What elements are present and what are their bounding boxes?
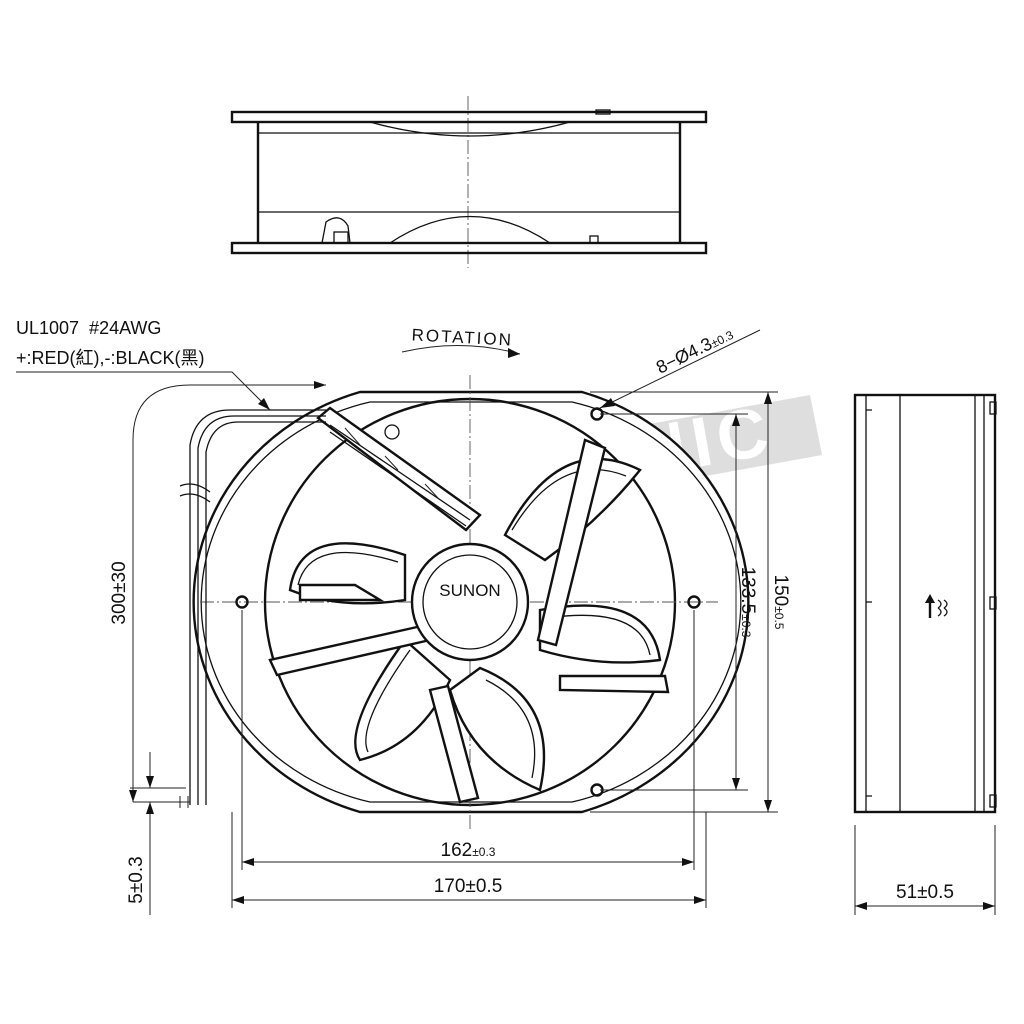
side-view: 51±0.5	[853, 393, 997, 915]
wire-spec: UL1007 #24AWG +:RED(紅),-:BLACK(黑)	[16, 318, 271, 411]
svg-text:133.5±0.3: 133.5±0.3	[737, 567, 758, 638]
mounting-hole	[235, 595, 249, 609]
airflow-arrow-icon	[925, 594, 948, 618]
dim-lead-length: 300±30	[109, 561, 130, 624]
dim-depth: 51±0.5	[896, 882, 954, 903]
top-view	[230, 96, 708, 268]
wire-spec-line1: UL1007 #24AWG	[16, 318, 161, 338]
horizontal-dimensions: 162±0.3 170±0.5	[231, 610, 707, 908]
dim-width: 170±0.5	[434, 876, 503, 897]
dim-height: 150	[770, 575, 791, 607]
front-view: SUNON	[192, 375, 750, 830]
dim-hole-pitch-x: 162	[441, 840, 473, 861]
svg-text:150±0.5: 150±0.5	[770, 575, 791, 630]
dim-strip-length: 5±0.3	[126, 856, 147, 903]
mounting-hole	[687, 595, 701, 609]
svg-text:162±0.3: 162±0.3	[441, 840, 496, 861]
brand-label: SUNON	[439, 581, 500, 600]
dim-hole-pitch-y: 133.5	[737, 567, 758, 615]
dim-height-tol: ±0.5	[772, 606, 786, 630]
wire-spec-line2: +:RED(紅),-:BLACK(黑)	[16, 348, 205, 368]
dim-hole-pitch-x-tol: ±0.3	[472, 845, 496, 859]
hole-callout-tol: ±0.3	[709, 328, 736, 351]
wire-channel	[316, 406, 482, 532]
dim-hole-pitch-y-tol: ±0.3	[739, 614, 753, 638]
hole-callout-main: 8−Ø4.3	[653, 334, 715, 378]
vertical-dimensions: 133.5±0.3 150±0.5	[590, 391, 791, 813]
rotation-indicator: ROTATION	[401, 325, 521, 358]
svg-text:8−Ø4.3±0.3: 8−Ø4.3±0.3	[653, 323, 736, 377]
lead-wires	[129, 381, 326, 915]
